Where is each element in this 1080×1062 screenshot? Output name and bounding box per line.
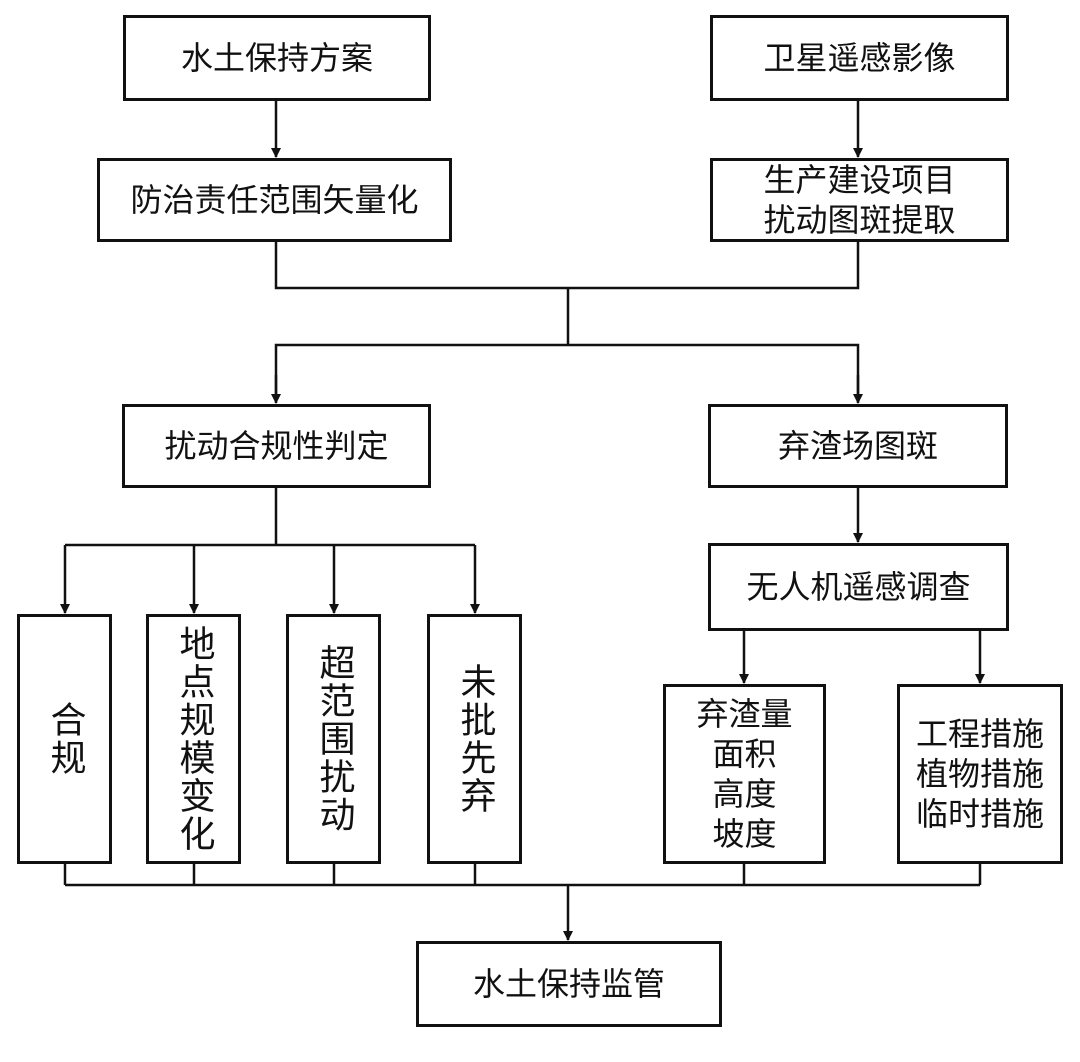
uav-survey-box: 无人机遥感调查 [708, 543, 1009, 631]
soil-plan-box: 水土保持方案 [123, 15, 431, 101]
merge-line-top [274, 240, 860, 290]
compliant-label: 合规 [44, 701, 86, 777]
measures-line-2: 植物措施 [915, 755, 1044, 793]
unapproved-dumping-box: 未批先弃 [427, 614, 522, 864]
measures-line-3: 临时措施 [915, 795, 1044, 833]
scope-vectorization-box: 防治责任范围矢量化 [97, 158, 452, 242]
scope-vectorization-label: 防治责任范围矢量化 [130, 181, 419, 219]
disturbance-extraction-line-1: 生产建设项目 [763, 161, 956, 199]
compliance-judgment-box: 扰动合规性判定 [122, 404, 431, 488]
spoil-metrics-box: 弃渣量 面积 高度 坡度 [663, 684, 826, 864]
supervision-box: 水土保持监管 [416, 941, 722, 1027]
spoil-metrics-line-2: 面积 [712, 735, 777, 773]
measures-box: 工程措施 植物措施 临时措施 [897, 684, 1063, 864]
over-scope-disturbance-box: 超范围扰动 [286, 614, 381, 864]
satellite-image-box: 卫星遥感影像 [710, 15, 1009, 101]
location-scale-change-box: 地点规模变化 [146, 614, 241, 864]
split-line-middle [274, 343, 860, 396]
spoil-patch-label: 弃渣场图斑 [777, 427, 938, 465]
spoil-metrics-line-3: 高度 [712, 775, 777, 813]
spoil-metrics-line-4: 坡度 [712, 815, 777, 853]
measures-line-1: 工程措施 [915, 715, 1044, 753]
spoil-patch-box: 弃渣场图斑 [708, 404, 1008, 488]
supervision-label: 水土保持监管 [472, 965, 665, 1003]
disturbance-extraction-box: 生产建设项目 扰动图斑提取 [710, 158, 1009, 242]
compliant-box: 合规 [17, 614, 112, 864]
spoil-metrics-line-1: 弃渣量 [696, 695, 793, 733]
over-scope-disturbance-label: 超范围扰动 [313, 644, 355, 834]
soil-plan-label: 水土保持方案 [180, 39, 373, 77]
uav-survey-label: 无人机遥感调查 [746, 568, 971, 606]
location-scale-change-label: 地点规模变化 [173, 625, 215, 853]
compliance-judgment-label: 扰动合规性判定 [164, 427, 389, 465]
disturbance-extraction-line-2: 扰动图斑提取 [763, 201, 956, 239]
unapproved-dumping-label: 未批先弃 [454, 663, 496, 815]
satellite-image-label: 卫星遥感影像 [763, 39, 956, 77]
